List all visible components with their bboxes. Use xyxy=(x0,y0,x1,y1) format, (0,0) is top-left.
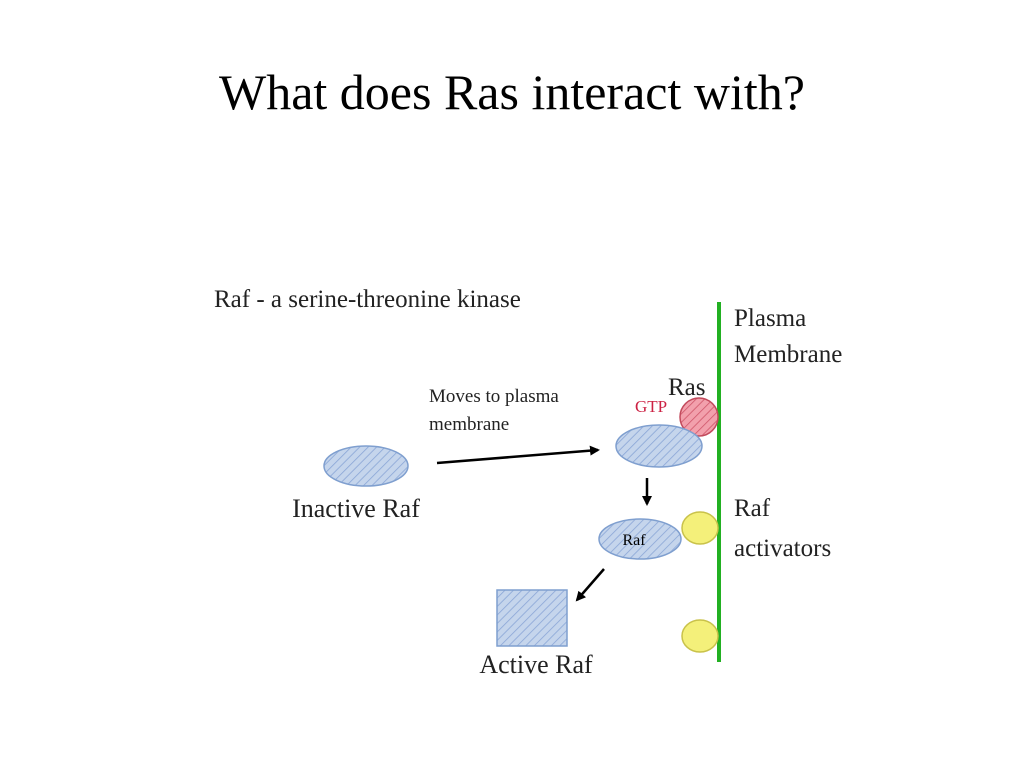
ras-gtp-shape xyxy=(679,397,719,437)
inactive-raf-shape xyxy=(323,445,409,487)
to-active-raf-arrow xyxy=(575,568,605,602)
inactive-raf-label: Inactive Raf xyxy=(292,494,420,523)
ras-label: Ras xyxy=(668,374,706,401)
membrane-label-line2: Membrane xyxy=(734,341,842,368)
moves-label-line1: Moves to plasma xyxy=(429,386,559,407)
slide-title: What does Ras interact with? xyxy=(219,64,805,120)
move-to-membrane-arrow xyxy=(436,445,600,465)
active-raf-shape xyxy=(496,589,568,647)
membrane-raf-shape xyxy=(615,424,703,468)
active-raf-label: Active Raf xyxy=(479,650,593,679)
raf-activator-circle-2 xyxy=(681,619,719,653)
activators-label-line2: activators xyxy=(734,535,831,562)
membrane-label-line1: Plasma xyxy=(734,305,806,332)
raf-activator-circle-1 xyxy=(681,511,719,545)
gtp-label: GTP xyxy=(635,397,667,416)
diagram-heading: Raf - a serine-threonine kinase xyxy=(214,286,521,313)
moves-label-line2: membrane xyxy=(429,414,509,435)
activators-label-line1: Raf xyxy=(734,495,771,522)
raf-inner-label: Raf xyxy=(622,532,646,549)
activated-raf-shape xyxy=(598,518,682,560)
